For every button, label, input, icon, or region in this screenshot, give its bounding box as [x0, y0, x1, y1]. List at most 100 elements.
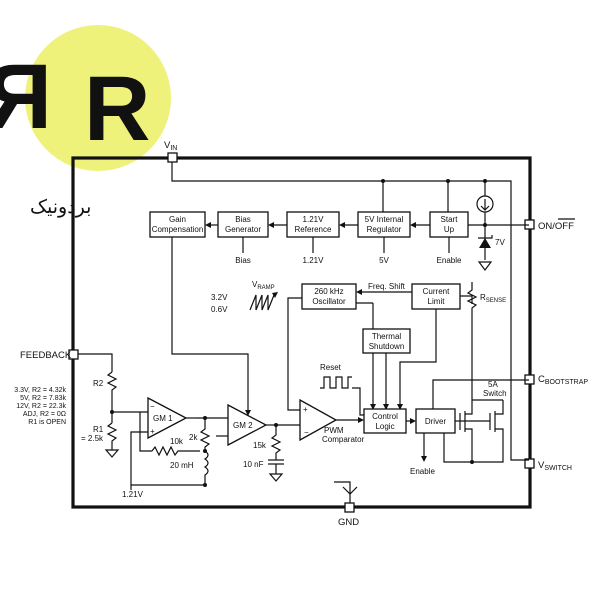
logo-letter-mirrored: R: [0, 46, 52, 148]
comp-network: 15k 10 nF: [243, 425, 284, 482]
amp-gm2: GM 2: [171, 237, 300, 447]
reset-label: Reset: [320, 363, 342, 372]
ind-20mh-label: 20 mH: [170, 461, 194, 470]
pin-vin-square: [167, 152, 178, 163]
reg-out-label: 5V: [379, 256, 389, 265]
svg-text:260 kHz: 260 kHz: [314, 287, 343, 296]
pin-gnd-label: GND: [338, 517, 359, 528]
pin-v-switch-label: VSWITCH: [538, 460, 572, 472]
gm1-ref-label: 1.21V: [122, 490, 144, 499]
pin-v-switch: VSWITCH: [524, 458, 572, 472]
rsense-resistor: [466, 282, 478, 400]
logo-text: بردونیک: [30, 197, 91, 218]
svg-text:12V, R2 = 22.3k: 12V, R2 = 22.3k: [16, 403, 66, 410]
svg-text:Oscillator: Oscillator: [312, 297, 346, 306]
pin-on-off: ON/OFF: [524, 218, 575, 232]
r2-notes: 3.3V, R2 = 4.32k 5V, R2 = 7.83k 12V, R2 …: [14, 387, 66, 426]
enable-out-label: Enable: [437, 256, 462, 265]
pin-on-off-label: ON/OFF: [538, 221, 574, 232]
pulse-icon: [320, 376, 352, 389]
vin-bus: [171, 162, 529, 461]
svg-text:Current: Current: [423, 287, 450, 296]
svg-text:Compensation: Compensation: [152, 225, 204, 234]
ic-outline: [71, 156, 532, 509]
gm1-network: 10k 2k 20 mH: [139, 412, 228, 487]
ramp-high-label: 3.2V: [211, 293, 228, 302]
res-15k: [270, 425, 282, 460]
pin-gnd-square: [344, 502, 355, 513]
inductor-20mh: [203, 450, 209, 485]
power-switch: 5A Switch: [443, 380, 507, 464]
switch-label-1: 5A: [488, 380, 498, 389]
svg-text:+: +: [303, 405, 308, 414]
logo-circle: [25, 25, 171, 171]
freq-shift-link: Freq. Shift RSENSE: [287, 282, 506, 411]
r1-ground-icon: [104, 449, 120, 458]
zener-diode-icon: [479, 238, 491, 248]
r2-resistor: [106, 371, 118, 423]
r2-label: R2: [93, 379, 104, 388]
ground-icon: [477, 261, 493, 271]
pwm-comparator: + − PWM Comparator: [299, 398, 365, 444]
svg-text:Limit: Limit: [428, 297, 446, 306]
bias-out-label: Bias: [235, 256, 251, 265]
svg-text:Generator: Generator: [225, 225, 261, 234]
pwm-label-2: Comparator: [322, 435, 365, 444]
res-15k-label: 15k: [253, 441, 267, 450]
top-row-links: Bias 1.21V 5V Enable: [205, 222, 462, 265]
block-reference: 1.21V Reference: [286, 211, 340, 238]
freq-shift-label: Freq. Shift: [368, 282, 406, 291]
svg-text:GM 2: GM 2: [233, 421, 253, 430]
svg-text:Logic: Logic: [375, 422, 394, 431]
svg-text:5V, R2 = 7.83k: 5V, R2 = 7.83k: [20, 395, 66, 402]
res-10k-label: 10k: [170, 437, 184, 446]
block-bias-generator: Bias Generator: [217, 211, 269, 238]
block-control-logic: Control Logic: [363, 408, 407, 434]
svg-text:Regulator: Regulator: [367, 225, 402, 234]
startup-current-source: 7V: [468, 195, 529, 271]
res-2k: [199, 418, 211, 451]
svg-text:Start: Start: [441, 215, 459, 224]
pin-feedback: FEEDBACK: [20, 349, 79, 361]
svg-text:Reference: Reference: [295, 225, 332, 234]
r1-value: = 2.5k: [81, 434, 104, 443]
pin-vin-label: VIN: [164, 140, 177, 152]
svg-text:Up: Up: [444, 225, 455, 234]
feedback-divider: R2 R1 = 2.5k: [78, 353, 148, 458]
pin-v-switch-square: [524, 458, 535, 469]
block-oscillator: 260 kHz Oscillator: [301, 283, 357, 310]
svg-text:5V Internal: 5V Internal: [365, 215, 404, 224]
rsense-label: RSENSE: [480, 293, 506, 304]
svg-text:Thermal: Thermal: [372, 332, 402, 341]
wire-bootstrap: [432, 379, 529, 409]
svg-text:Gain: Gain: [169, 215, 186, 224]
zener-label: 7V: [495, 238, 505, 247]
company-logo: R R بردونیک: [0, 25, 171, 218]
logo-letter: R: [84, 58, 150, 160]
vramp-label: VRAMP: [252, 280, 275, 291]
pin-c-bootstrap: CBOOTSTRAP: [524, 374, 588, 386]
svg-text:+: +: [150, 427, 155, 436]
ramp-waveform: VRAMP 3.2V 0.6V: [211, 280, 278, 314]
svg-text:−: −: [304, 428, 309, 437]
cap-10nf-label: 10 nF: [243, 460, 264, 469]
block-current-limit: Current Limit: [411, 283, 461, 310]
pwm-label-1: PWM: [324, 426, 344, 435]
vin-rail: [171, 162, 529, 461]
svg-text:−: −: [150, 402, 155, 411]
svg-text:GM 1: GM 1: [153, 414, 173, 423]
svg-text:1.21V: 1.21V: [303, 215, 325, 224]
svg-text:Shutdown: Shutdown: [369, 342, 405, 351]
block-regulator: 5V Internal Regulator: [357, 211, 411, 238]
pin-feedback-label: FEEDBACK: [20, 350, 72, 361]
comp-ground-icon: [268, 473, 284, 482]
block-thermal-shutdown: Thermal Shutdown: [362, 328, 411, 410]
res-10k: [151, 445, 200, 457]
block-driver: Driver: [415, 408, 456, 434]
res-2k-label: 2k: [189, 433, 198, 442]
block-startup: Start Up: [429, 211, 469, 238]
svg-text:3.3V, R2 = 4.32k: 3.3V, R2 = 4.32k: [14, 387, 66, 394]
r1-label: R1: [93, 425, 104, 434]
r1-resistor: [106, 422, 118, 450]
